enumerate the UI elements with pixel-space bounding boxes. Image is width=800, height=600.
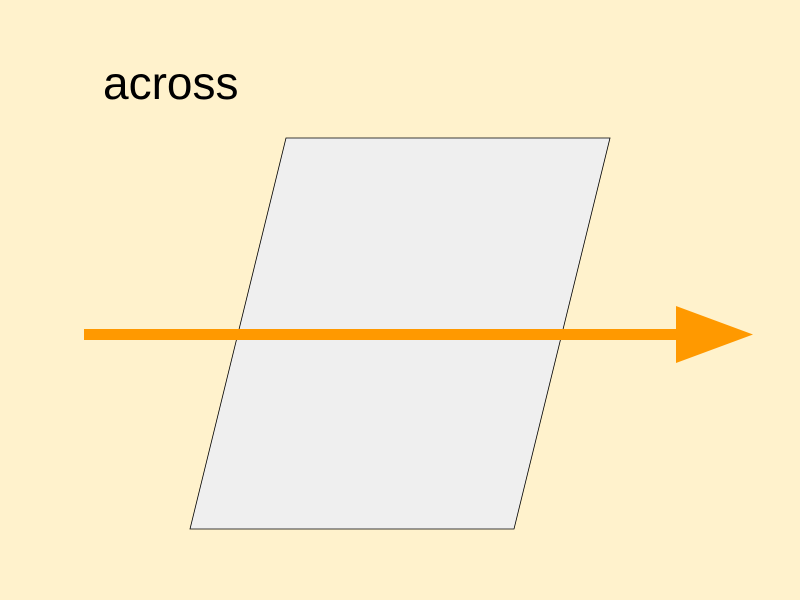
arrow-across (84, 306, 753, 363)
arrow-shaft (84, 329, 680, 340)
diagram-title: across (103, 57, 239, 109)
arrow-head (676, 306, 753, 363)
